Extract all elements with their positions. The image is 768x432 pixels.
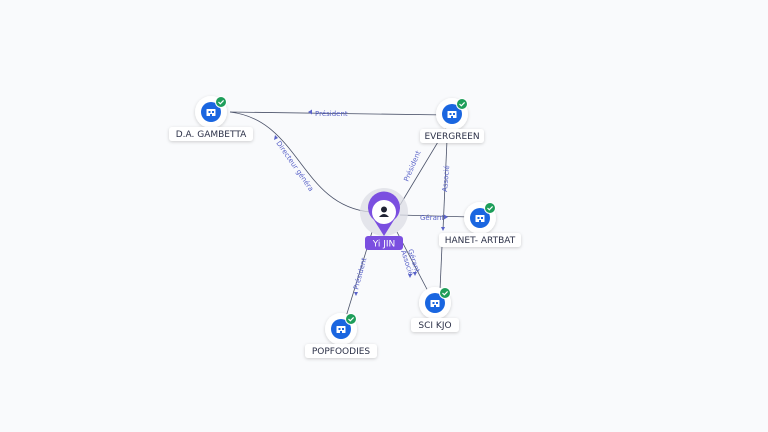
company-node-scikjo[interactable]: SCI KJO <box>411 287 459 332</box>
building-icon <box>447 111 457 118</box>
building-icon <box>430 300 440 307</box>
building-icon <box>336 326 346 333</box>
verified-badge-icon <box>345 313 357 325</box>
company-node-popfoodies[interactable]: POPFOODIES <box>305 313 377 358</box>
person-node-center[interactable]: Yi JIN <box>360 188 408 250</box>
company-label: D.A. GAMBETTA <box>176 130 247 140</box>
company-label: SCI KJO <box>418 321 451 331</box>
edge-label: Président <box>402 149 422 182</box>
company-label: HANET- ARTBAT <box>445 236 516 246</box>
edge-hanet-scikjo <box>439 245 443 291</box>
edge-center-gambetta: Directeur généra <box>229 111 371 213</box>
company-node-hanet[interactable]: HANET- ARTBAT <box>439 202 521 247</box>
edge-evergreen-hanet: Associé <box>441 139 451 231</box>
company-node-evergreen[interactable]: EVERGREEN <box>420 98 484 143</box>
building-icon <box>206 109 216 116</box>
verified-badge-icon <box>456 98 468 110</box>
edge-center-hanet: Gérant <box>399 214 471 222</box>
edge-label: Directeur généra <box>274 140 315 193</box>
edge-gambetta-evergreen: Président <box>229 109 449 118</box>
edge-label: Président <box>315 110 348 118</box>
building-icon <box>475 215 485 222</box>
company-label: EVERGREEN <box>424 132 479 142</box>
edge-label: Président <box>352 257 368 291</box>
person-icon <box>379 206 389 217</box>
verified-badge-icon <box>215 96 227 108</box>
edge-label: Gérant <box>420 214 444 222</box>
person-label: Yi JIN <box>372 240 396 250</box>
edge-label: Associé <box>441 165 451 192</box>
verified-badge-icon <box>484 202 496 214</box>
verified-badge-icon <box>439 287 451 299</box>
company-label: POPFOODIES <box>312 347 371 357</box>
company-node-gambetta[interactable]: D.A. GAMBETTA <box>169 96 253 141</box>
